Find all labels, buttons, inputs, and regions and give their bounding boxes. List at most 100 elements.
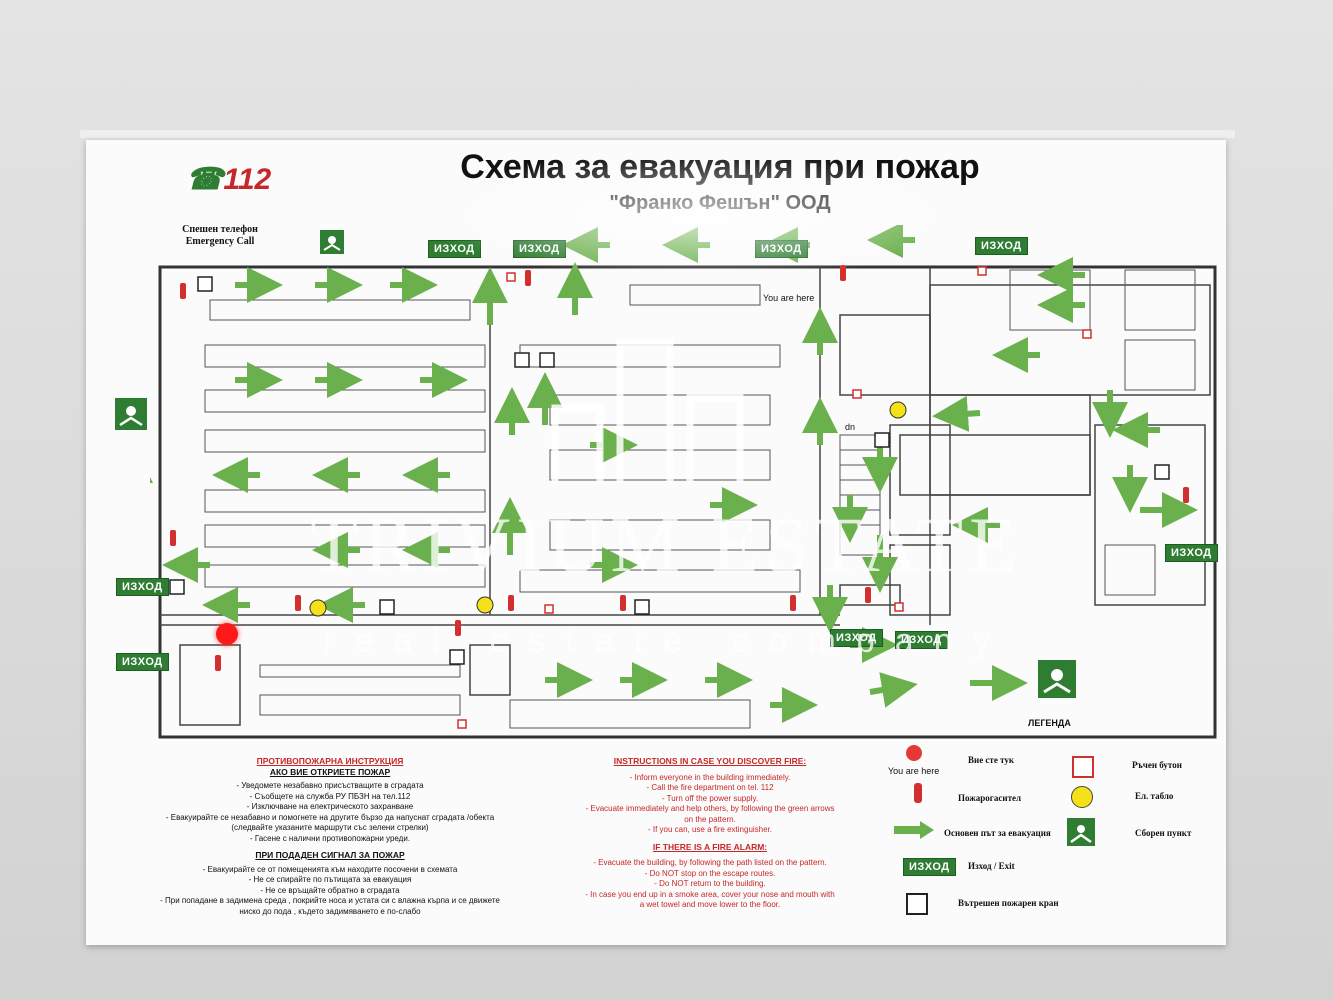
exit-sign: ИЗХОД (975, 237, 1028, 255)
fire-hydrant-icon (874, 432, 890, 448)
exit-sign: ИЗХОД (1165, 544, 1218, 562)
fire-extinguisher-icon (1183, 487, 1189, 503)
fire-extinguisher-icon (180, 283, 186, 299)
manual-call-buttons (457, 266, 1092, 729)
assembly-point-icon (1038, 660, 1076, 698)
instruction-line: - Call the fire department on tel. 112 (646, 783, 774, 792)
legend-extinguisher: Пожарогасител (958, 793, 1022, 803)
instruction-line: - Не се връщайте обратно в сградата (260, 885, 400, 895)
assembly-point-icon (1067, 818, 1095, 846)
fire-extinguisher-icon (525, 270, 531, 286)
instructions-bg-heading: ПРОТИВОПОЖАРНА ИНСТРУКЦИЯ (256, 756, 404, 766)
exit-sign: ИЗХОД (903, 858, 956, 876)
legend-assembly: Сборен пункт (1135, 828, 1192, 838)
instruction-line: - Евакуирайте се от помещенията към нахо… (202, 864, 458, 874)
fire-hydrant-icon (379, 599, 395, 615)
fire-extinguisher-icon (215, 655, 221, 671)
evacuation-arrow-icon (869, 672, 918, 708)
instruction-line: on the pattern. (684, 814, 736, 824)
exit-sign: ИЗХОД (428, 240, 481, 258)
instruction-line: - Do NOT return to the building. (654, 879, 766, 888)
instructions-bg-subheading: АКО ВИЕ ОТКРИЕТЕ ПОЖАР (269, 766, 391, 777)
fire-extinguisher-icon (865, 587, 871, 603)
assembly-point-icon (115, 398, 147, 430)
electrical-panel-icon (476, 596, 494, 614)
instruction-line: - Turn off the power supply. (661, 793, 759, 803)
fire-extinguisher-icon (455, 620, 461, 636)
instruction-line: - In case you end up in a smoke area, co… (585, 889, 835, 899)
instruction-line: - Гасене с налични противопожарни уреди. (249, 833, 411, 843)
legend-you-are-here-en: You are here (888, 766, 940, 776)
you-are-here-dot-icon (216, 623, 238, 645)
exit-sign: ИЗХОД (116, 653, 169, 671)
legend-exit: Изход / Exit (968, 861, 1015, 871)
manual-call-button-icon (894, 602, 904, 612)
instructions-en: INSTRUCTIONS IN CASE YOU DISCOVER FIRE: … (560, 756, 860, 911)
fire-extinguisher-icon (620, 595, 626, 611)
manual-call-button-icon (457, 719, 467, 729)
phone-112-icon: ☎112 (186, 163, 272, 196)
exit-sign: ИЗХОД (513, 240, 566, 258)
evacuation-arrow-icon (932, 395, 981, 432)
manual-call-button-icon (1082, 329, 1092, 339)
fire-extinguisher-icon (170, 530, 176, 546)
instructions-en-alarm-heading: IF THERE IS A FIRE ALARM: (652, 841, 768, 852)
instruction-line: ниско до пода , където задимяването е по… (239, 906, 421, 916)
fire-extinguisher-icon (840, 265, 846, 281)
fire-extinguisher-icon (790, 595, 796, 611)
fire-hydrant-icon (906, 893, 928, 915)
instruction-line: - Съобщете на служба РУ ПБЗН на тел.112 (249, 791, 411, 801)
fire-hydrant-icon (169, 579, 185, 595)
legend-you-are-here-bg: Вие сте тук (968, 755, 1015, 765)
legend-route: Основен път за евакуация (944, 828, 1051, 838)
manual-call-button-icon (544, 604, 554, 614)
fire-extinguisher-icon (914, 783, 922, 803)
legend-hydrant: Вътрешен пожарен кран (958, 898, 1059, 908)
manual-call-button-icon (852, 389, 862, 399)
instruction-line: - Не се спирайте по пътищата за евакуаци… (248, 875, 412, 884)
fire-hydrant-icon (449, 649, 465, 665)
fire-extinguisher-icon (508, 595, 514, 611)
instruction-line: - Inform everyone in the building immedi… (629, 772, 791, 782)
instruction-line: - Изключване на електрическото захранван… (246, 802, 414, 811)
laminate-edge (80, 130, 1235, 138)
you-are-here-dot-icon (906, 745, 922, 761)
manual-call-button-icon (1072, 756, 1094, 778)
emergency-call-label: Спешен телефон Emergency Call (170, 224, 270, 248)
instruction-line: a wet towel and move lower to the floor. (639, 900, 781, 909)
company-subtitle: "Франко Фешън" ООД (609, 192, 831, 214)
instruction-line: - Уведомете незабавно присъстващите в сг… (236, 781, 424, 790)
emergency-call-en: Emergency Call (185, 236, 255, 247)
exit-sign: ИЗХОД (830, 629, 883, 647)
assembly-point-icon (320, 230, 344, 254)
fire-extinguisher-icon (295, 595, 301, 611)
page-title: Схема за евакуация при пожар (460, 148, 980, 186)
instruction-line: - If you can, use a fire extinguisher. (647, 825, 773, 834)
electrical-panels (309, 401, 907, 617)
legend-title: ЛЕГЕНДА (1028, 718, 1071, 728)
instruction-line: - Evacuate the building, by following th… (593, 858, 827, 867)
fire-hydrants (169, 276, 1170, 665)
legend-panel: Ел. табло (1135, 791, 1174, 801)
exit-sign: ИЗХОД (755, 240, 808, 258)
fire-hydrant-icon (634, 599, 650, 615)
emergency-call-bg: Спешен телефон (182, 224, 258, 235)
instructions-bg-alarm-heading: ПРИ ПОДАДЕН СИГНАЛ ЗА ПОЖАР (255, 850, 405, 860)
stairs-label: dn (845, 422, 855, 432)
instruction-line: - При попадане в задимена среда , покрий… (160, 896, 500, 905)
evacuation-arrow-icon (894, 821, 934, 839)
instruction-line: - Evacuate immediately and help others, … (585, 804, 835, 813)
instruction-line: - Do NOT stop on the escape routes. (644, 868, 776, 878)
fire-hydrant-icon (539, 352, 555, 368)
exit-sign: ИЗХОД (895, 631, 948, 649)
you-are-here-label: You are here (763, 293, 815, 303)
manual-call-button-icon (506, 272, 516, 282)
evacuation-arrows (150, 225, 1198, 723)
electrical-panel-icon (309, 599, 327, 617)
legend-button: Ръчен бутон (1132, 760, 1182, 770)
electrical-panel-icon (889, 401, 907, 419)
instructions-en-heading: INSTRUCTIONS IN CASE YOU DISCOVER FIRE: (613, 756, 807, 766)
instruction-line: - Евакуирайте се незабавно и помогнете н… (165, 812, 495, 822)
manual-call-button-icon (977, 266, 987, 276)
electrical-panel-icon (1071, 786, 1093, 808)
